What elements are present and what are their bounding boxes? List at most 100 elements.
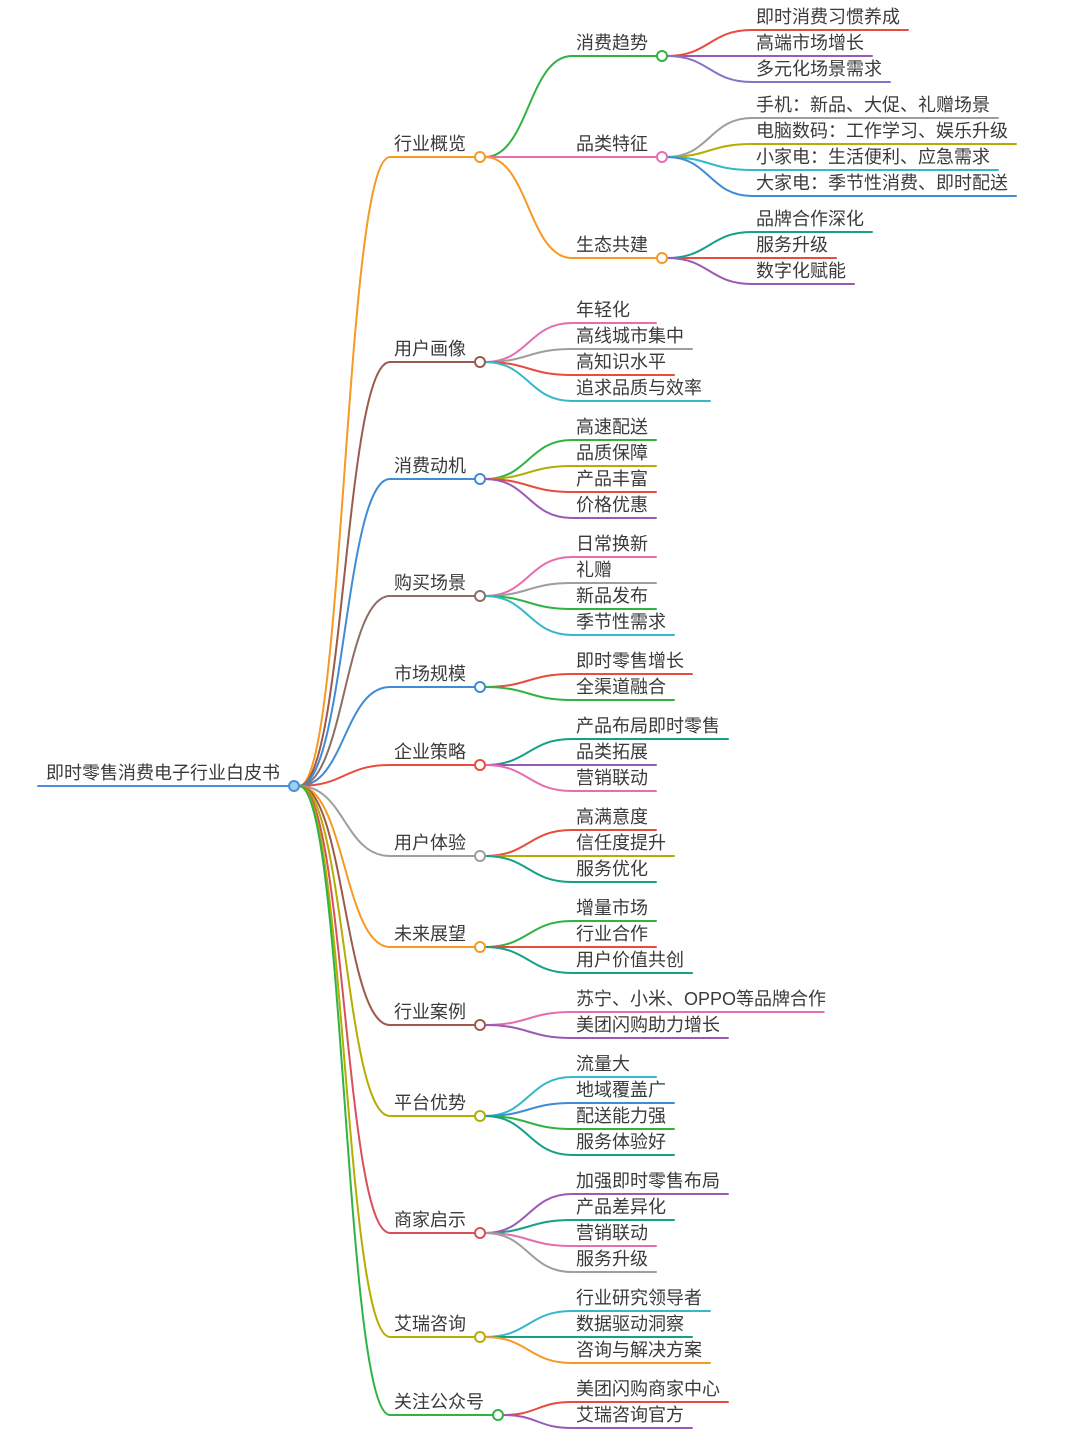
branch-node[interactable]: 购买场景: [389, 573, 486, 602]
branch-edge: [298, 785, 391, 1117]
node-label: 高端市场增长: [756, 33, 864, 53]
branch-node[interactable]: 消费动机: [389, 456, 486, 485]
leaf-node[interactable]: 服务优化: [571, 859, 657, 883]
leaf-node[interactable]: 产品布局即时零售: [571, 716, 729, 740]
leaf-node[interactable]: 品质保障: [571, 443, 657, 467]
node-label: 即时零售增长: [576, 651, 684, 671]
leaf-node[interactable]: 服务升级: [751, 235, 837, 259]
leaf-node[interactable]: 大家电：季节性消费、即时配送: [751, 173, 1017, 197]
node-label: 行业研究领导者: [576, 1288, 702, 1308]
leaf-node[interactable]: 礼赠: [571, 560, 657, 584]
collapse-circle[interactable]: [474, 1227, 486, 1239]
leaf-node[interactable]: 艾瑞咨询官方: [571, 1405, 693, 1429]
leaf-node[interactable]: 品牌合作深化: [751, 209, 873, 233]
leaf-node[interactable]: 小家电：生活便利、应急需求: [751, 147, 999, 171]
branch-edge: [298, 785, 391, 1416]
node-label: 未来展望: [394, 924, 466, 944]
leaf-node[interactable]: 数字化赋能: [751, 261, 855, 285]
collapse-circle[interactable]: [474, 1110, 486, 1122]
branch-node[interactable]: 关注公众号: [389, 1392, 504, 1421]
leaf-node[interactable]: 高端市场增长: [751, 33, 873, 57]
node-label: 服务优化: [576, 859, 648, 879]
branch-node[interactable]: 用户画像: [389, 339, 486, 368]
collapse-circle[interactable]: [474, 1019, 486, 1031]
branch-node[interactable]: 商家启示: [389, 1210, 486, 1239]
node-label: 高速配送: [576, 417, 648, 437]
leaf-node[interactable]: 季节性需求: [571, 612, 675, 636]
node-label: 流量大: [576, 1054, 630, 1074]
leaf-node[interactable]: 行业研究领导者: [571, 1288, 711, 1312]
branch-edge: [298, 785, 391, 1234]
leaf-node[interactable]: 美团闪购商家中心: [571, 1379, 729, 1403]
branch-node[interactable]: 市场规模: [389, 664, 486, 693]
leaf-node[interactable]: 品类拓展: [571, 742, 657, 766]
root-node[interactable]: 即时零售消费电子行业白皮书: [37, 763, 300, 792]
leaf-node[interactable]: 产品差异化: [571, 1197, 675, 1221]
leaf-node[interactable]: 流量大: [571, 1054, 657, 1078]
leaf-node[interactable]: 苏宁、小米、OPPO等品牌合作: [571, 989, 826, 1013]
subbranch-node[interactable]: 生态共建: [571, 235, 668, 264]
leaf-node[interactable]: 手机：新品、大促、礼赠场景: [751, 95, 999, 119]
leaf-node[interactable]: 高速配送: [571, 417, 657, 441]
branch-node[interactable]: 用户体验: [389, 833, 486, 862]
leaf-node[interactable]: 配送能力强: [571, 1106, 675, 1130]
leaf-node[interactable]: 服务升级: [571, 1249, 657, 1273]
leaf-node[interactable]: 多元化场景需求: [751, 59, 891, 83]
leaf-node[interactable]: 服务体验好: [571, 1132, 675, 1156]
collapse-circle[interactable]: [474, 1331, 486, 1343]
collapse-circle[interactable]: [474, 941, 486, 953]
branch-node[interactable]: 行业案例: [389, 1002, 486, 1031]
subbranch-node[interactable]: 消费趋势: [571, 33, 668, 62]
leaf-node[interactable]: 营销联动: [571, 1223, 657, 1247]
leaf-node[interactable]: 行业合作: [571, 924, 657, 948]
leaf-node[interactable]: 地域覆盖广: [571, 1080, 675, 1104]
collapse-circle[interactable]: [656, 50, 668, 62]
leaf-node[interactable]: 信任度提升: [571, 833, 675, 857]
branch-node[interactable]: 艾瑞咨询: [389, 1314, 486, 1343]
subbranch-node[interactable]: 品类特征: [571, 134, 668, 163]
collapse-circle[interactable]: [474, 681, 486, 693]
collapse-circle[interactable]: [474, 759, 486, 771]
leaf-node[interactable]: 高满意度: [571, 807, 657, 831]
branch-node[interactable]: 行业概览: [389, 134, 486, 163]
collapse-circle[interactable]: [492, 1409, 504, 1421]
leaf-node[interactable]: 全渠道融合: [571, 677, 675, 701]
leaf-node[interactable]: 电脑数码：工作学习、娱乐升级: [751, 121, 1017, 145]
node-label: 行业概览: [394, 134, 466, 154]
leaf-node[interactable]: 增量市场: [571, 898, 657, 922]
branch-edge: [484, 1336, 573, 1364]
collapse-circle[interactable]: [656, 252, 668, 264]
node-label: 高线城市集中: [576, 326, 684, 346]
leaf-node[interactable]: 营销联动: [571, 768, 657, 792]
leaf-node[interactable]: 年轻化: [571, 300, 657, 324]
branch-node[interactable]: 未来展望: [389, 924, 486, 953]
collapse-circle[interactable]: [474, 590, 486, 602]
leaf-node[interactable]: 高线城市集中: [571, 326, 693, 350]
collapse-circle[interactable]: [656, 151, 668, 163]
leaf-node[interactable]: 新品发布: [571, 586, 657, 610]
leaf-node[interactable]: 产品丰富: [571, 469, 657, 493]
node-label: 产品丰富: [576, 469, 648, 489]
collapse-circle[interactable]: [474, 850, 486, 862]
leaf-node[interactable]: 价格优惠: [571, 495, 657, 519]
leaf-node[interactable]: 高知识水平: [571, 352, 675, 376]
leaf-node[interactable]: 追求品质与效率: [571, 378, 711, 402]
node-label: 用户画像: [394, 339, 466, 359]
node-label: 服务升级: [576, 1249, 648, 1269]
leaf-node[interactable]: 用户价值共创: [571, 950, 693, 974]
branch-node[interactable]: 企业策略: [389, 742, 486, 771]
leaf-node[interactable]: 日常换新: [571, 534, 657, 558]
leaf-node[interactable]: 即时消费习惯养成: [751, 7, 909, 31]
leaf-node[interactable]: 咨询与解决方案: [571, 1340, 711, 1364]
leaf-node[interactable]: 加强即时零售布局: [571, 1171, 729, 1195]
leaf-node[interactable]: 即时零售增长: [571, 651, 693, 675]
leaf-node[interactable]: 数据驱动洞察: [571, 1314, 693, 1338]
collapse-circle[interactable]: [474, 356, 486, 368]
branch-node[interactable]: 平台优势: [389, 1093, 486, 1122]
leaf-node[interactable]: 美团闪购助力增长: [571, 1015, 729, 1039]
collapse-circle[interactable]: [288, 780, 300, 792]
collapse-circle[interactable]: [474, 151, 486, 163]
collapse-circle[interactable]: [474, 473, 486, 485]
branch-edge: [298, 361, 391, 787]
